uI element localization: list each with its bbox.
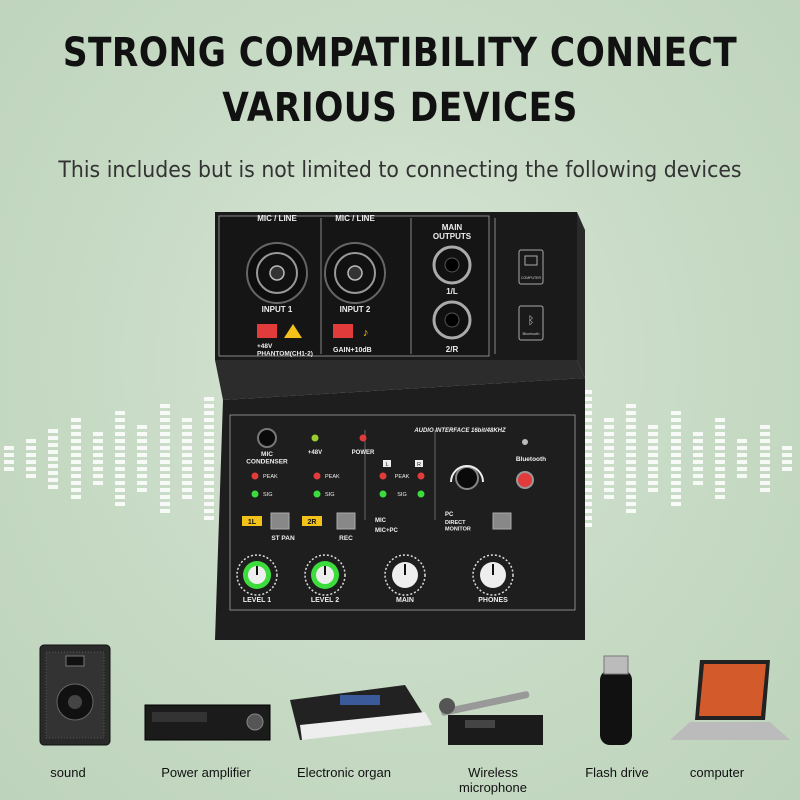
equalizer-bar [181, 418, 192, 502]
rec-label: REC [339, 535, 353, 542]
gain-button [333, 324, 353, 338]
headphone-jack [455, 466, 479, 490]
equalizer-bar [204, 397, 214, 523]
device-label-power-amplifier: Power amplifier [161, 765, 251, 780]
computer-port-icon [518, 249, 544, 285]
bluetooth-port-label: Bluetooth [523, 331, 540, 336]
st-pan-switch [270, 512, 290, 530]
st-pan-label: ST PAN [271, 535, 295, 542]
gain-label: GAIN+10dB [333, 347, 372, 354]
pc-mode-label: PC [445, 512, 454, 518]
audio-mixer-image: MIC / LINE MIC / LINE INPUT 1 INPUT 2 +4… [215, 212, 585, 640]
peak-label-main: PEAK [395, 474, 410, 480]
phantom-button [257, 324, 277, 338]
monitor-switch [492, 512, 512, 530]
phones-label: PHONES [478, 597, 508, 604]
phones-knob [472, 554, 514, 596]
keyboard-icon [290, 685, 432, 740]
equalizer-bar [115, 411, 126, 509]
l-label: L [385, 462, 388, 468]
input-2-type-label: MIC / LINE [335, 214, 375, 223]
headline-line-2: VARIOUS DEVICES [222, 85, 578, 131]
equalizer-bar [648, 425, 659, 495]
input-1-label: INPUT 1 [262, 305, 293, 314]
output-2-label: 2/R [446, 345, 459, 354]
input-1-jack [246, 242, 308, 304]
r-label: R [417, 462, 421, 468]
plus48v-label: +48V [308, 450, 322, 456]
svg-text:ᛒ: ᛒ [528, 315, 535, 327]
sig-label-main: SIG [397, 492, 406, 498]
device-label-sound: sound [50, 765, 86, 780]
computer-port-label: COMPUTER [521, 276, 542, 280]
equalizer-bar [26, 439, 37, 481]
amplifier-icon [144, 704, 271, 741]
equalizer-bar [604, 418, 614, 502]
headline-line-1: STRONG COMPATIBILITY CONNECT [62, 30, 738, 76]
bluetooth-button [516, 471, 534, 489]
equalizer-bar [692, 432, 703, 488]
equalizer-bar [581, 390, 592, 530]
device-label-computer: computer [689, 765, 745, 780]
equalizer-bar [159, 404, 170, 516]
level-2-label: LEVEL 2 [311, 597, 339, 604]
rec-switch [336, 512, 356, 530]
speaker-icon [39, 644, 111, 746]
output-1-label: 1/L [446, 287, 458, 296]
main-knob-label: MAIN [396, 597, 414, 604]
input-2-label: INPUT 2 [340, 305, 371, 314]
guitar-icon: ♪ [363, 327, 369, 339]
equalizer-bar [137, 425, 148, 495]
power-label: POWER [352, 450, 375, 456]
input-1-type-label: MIC / LINE [257, 214, 297, 223]
equalizer-bar [4, 446, 14, 474]
level-1-label: LEVEL 1 [243, 597, 271, 604]
headphone-icon [450, 465, 484, 483]
equalizer-bar [737, 439, 748, 481]
ch2-tag [302, 516, 322, 526]
device-label-wireless-microphone: Wireless microphone [459, 765, 527, 795]
bluetooth-port-icon [518, 305, 544, 341]
equalizer-bar [92, 432, 103, 488]
equalizer-bar [48, 428, 59, 492]
level-1-knob [236, 554, 278, 596]
mic-pc-mode-label: MIC+PC [375, 528, 399, 534]
device-illustrations [39, 644, 790, 746]
ch1-tag [242, 516, 262, 526]
usb-drive-icon [600, 655, 632, 745]
equalizer-bar [715, 418, 726, 502]
mic-mode-label: MIC [375, 518, 387, 524]
microphone-icon [439, 691, 543, 745]
interface-spec-label: AUDIO INTERFACE 16bit/48KHZ [413, 428, 506, 434]
device-label-flash-drive: Flash drive [585, 765, 649, 780]
equalizer-bar [626, 404, 637, 516]
sig-label-2: SIG [325, 492, 334, 498]
level-2-knob [304, 554, 346, 596]
subtitle: This includes but is not limited to conn… [58, 158, 742, 183]
equalizer-bar [670, 411, 681, 509]
equalizer-bar [759, 425, 770, 495]
equalizer-bar [781, 446, 792, 474]
input-2-jack [324, 242, 386, 304]
main-knob [384, 554, 426, 596]
warning-icon [284, 324, 302, 338]
equalizer-bar [70, 418, 81, 502]
ch1-label: 1L [248, 519, 257, 526]
ch2-label: 2R [308, 519, 317, 526]
laptop-icon [670, 660, 790, 740]
bluetooth-label: Bluetooth [516, 456, 546, 463]
peak-label-1: PEAK [263, 474, 278, 480]
device-label-electronic-organ: Electronic organ [297, 765, 391, 780]
sig-label-1: SIG [263, 492, 272, 498]
peak-label-2: PEAK [325, 474, 340, 480]
